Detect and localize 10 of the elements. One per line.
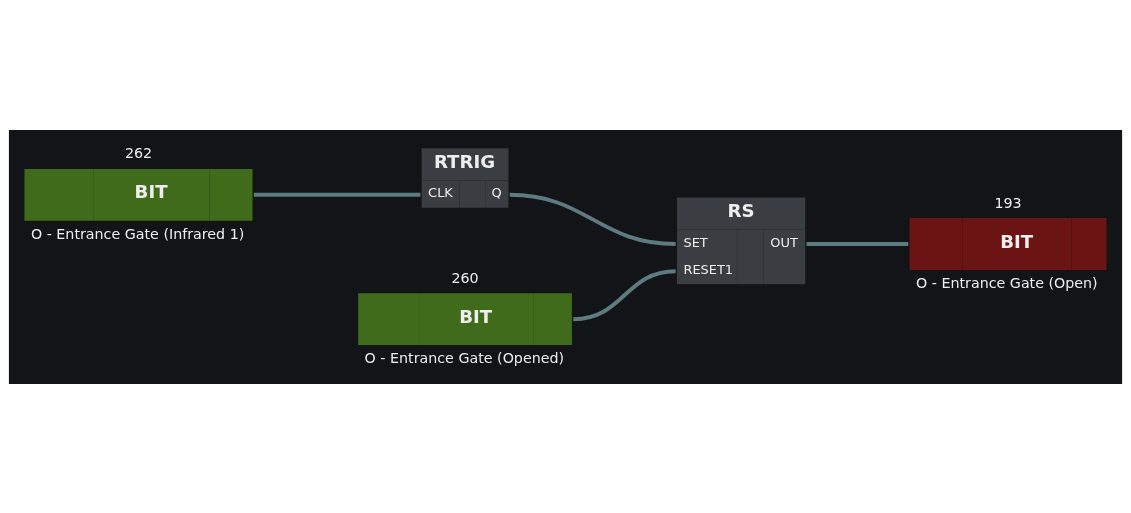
node-label: 262	[124, 144, 153, 161]
node-label: O - Entrance Gate (Open)	[916, 274, 1098, 291]
connector	[509, 192, 676, 246]
connector	[806, 241, 909, 246]
node-label: O - Entrance Gate (Opened)	[364, 349, 565, 366]
connector	[253, 192, 421, 197]
connector	[573, 268, 676, 321]
node-label: 260	[451, 269, 479, 286]
node-label: O - Entrance Gate (Infrared 1)	[30, 225, 245, 242]
node-label: 193	[994, 194, 1022, 210]
